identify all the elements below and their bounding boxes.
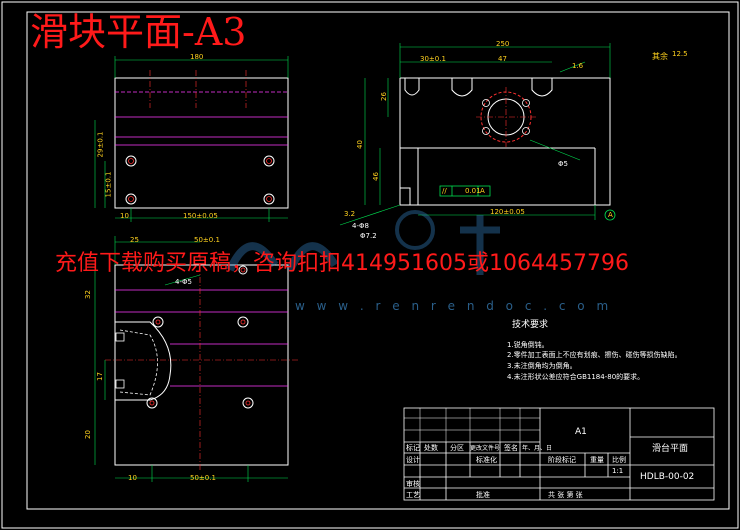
- dim-base-length: 120±0.05: [490, 208, 525, 216]
- dim-left-bottom-32: 32: [83, 290, 92, 299]
- left-bottom-view: [94, 236, 300, 482]
- dim-bore-dia: 4-Φ8: [352, 222, 369, 230]
- tb-scale-label: 比例: [612, 456, 626, 464]
- dim-left-bottom-17: 17: [95, 372, 104, 381]
- tb-row-mark: 标记: [406, 444, 420, 452]
- tb-design: 设计: [406, 456, 420, 464]
- left-top-hole: [263, 155, 275, 167]
- dim-right-note: Φ5: [558, 160, 568, 168]
- datum-marker: [604, 209, 616, 221]
- tb-standardization: 标准化: [476, 456, 497, 464]
- right-front-view: [339, 43, 616, 226]
- roughness-label: 12.5: [672, 50, 688, 58]
- tb-approval: 批准: [476, 491, 490, 499]
- title-block: [403, 407, 715, 501]
- dim-left-bottom-22: 10: [128, 474, 137, 482]
- drawing-number: HDLB-00-02: [640, 472, 695, 482]
- left-bottom-hole: [146, 397, 158, 409]
- tech-requirement-item: 4.未注形状公差应符合GB1184-80的要求。: [507, 373, 645, 381]
- dim-10: 10: [120, 212, 129, 220]
- tb-row-zone: 分区: [450, 444, 464, 452]
- dim-top-width: 180: [190, 53, 204, 61]
- dim-29: 29±0.1: [96, 131, 105, 158]
- left-top-hole: [125, 193, 137, 205]
- dim-right-26: 26: [379, 92, 388, 101]
- tech-requirement-item: 2.零件加工表面上不应有划痕、擦伤、碰伤等损伤缺陷。: [507, 351, 682, 359]
- tolerance-value: 0.01: [465, 187, 481, 195]
- dim-right-40: 40: [355, 140, 364, 149]
- tb-row-date: 年、月、日: [522, 445, 553, 452]
- left-top-view: [94, 56, 289, 222]
- tb-stage: 阶段标记: [548, 456, 576, 464]
- left-top-hole: [125, 155, 137, 167]
- promo-watermark-text: 充值下载购买原稿，咨询扣扣414951605或1064457796: [55, 251, 629, 276]
- watermark-url: w w w . r e n r e n d o c . c o m: [295, 299, 613, 313]
- left-bottom-hole: [237, 316, 249, 328]
- datum-label: A: [608, 211, 613, 219]
- dim-left-bottom-centre-2: 50±0.1: [190, 474, 216, 482]
- tolerance-datum: A: [480, 187, 485, 195]
- dim-left-bottom-holes: 4-Φ5: [175, 278, 192, 286]
- dim-bore-dia-2: Φ7.2: [360, 232, 377, 240]
- drawing-title: 滑块平面-A3: [30, 10, 247, 54]
- tb-sheet-info: 共 张 第 张: [548, 491, 583, 499]
- tb-weight: 重量: [590, 456, 604, 464]
- sheet-size: A1: [575, 427, 587, 437]
- dim-roughness: 3.2: [344, 210, 356, 218]
- left-bottom-hole: [152, 316, 164, 328]
- dim-150: 150±0.05: [183, 212, 218, 220]
- dim-spacing-1: 30±0.1: [420, 55, 446, 63]
- scale-value: 1:1: [612, 467, 624, 475]
- watermark-logo: [226, 210, 500, 275]
- left-bottom-outline: [114, 264, 289, 466]
- material-label: 其余: [652, 52, 668, 61]
- left-bottom-hole: [242, 397, 254, 409]
- tb-row-sign: 签名: [504, 444, 518, 452]
- tech-requirement-item: 3.未注倒角均为倒角。: [507, 362, 577, 370]
- left-bottom-hole: [238, 265, 248, 275]
- dim-left-bottom-width: 25: [130, 236, 139, 244]
- inner-frame: [26, 11, 730, 510]
- tech-requirement-item: 1.锐角倒钝。: [507, 341, 549, 349]
- tolerance-frame: [439, 185, 491, 197]
- dim-15: 15±0.1: [104, 171, 113, 198]
- dim-left-bottom-center: 50±0.1: [194, 236, 220, 244]
- dim-spacing-2: 47: [498, 55, 507, 63]
- tb-review: 审核: [406, 480, 420, 488]
- left-top-hole: [263, 193, 275, 205]
- dim-left-bottom-20: 20: [83, 430, 92, 439]
- left-top-outline: [114, 77, 289, 209]
- flatness-symbol: //: [442, 187, 447, 195]
- right-front-outline: [399, 77, 611, 206]
- part-name: 滑台平面: [652, 444, 689, 454]
- dim-angle: 1.6: [572, 62, 584, 70]
- tb-row-change-doc: 更改文件号: [470, 445, 501, 452]
- dim-right-top-width: 250: [496, 40, 510, 48]
- tb-row-count: 处数: [424, 444, 438, 452]
- tech-requirements-title: 技术要求: [512, 320, 549, 330]
- dim-right-46: 46: [371, 172, 380, 181]
- tb-process: 工艺: [406, 491, 420, 499]
